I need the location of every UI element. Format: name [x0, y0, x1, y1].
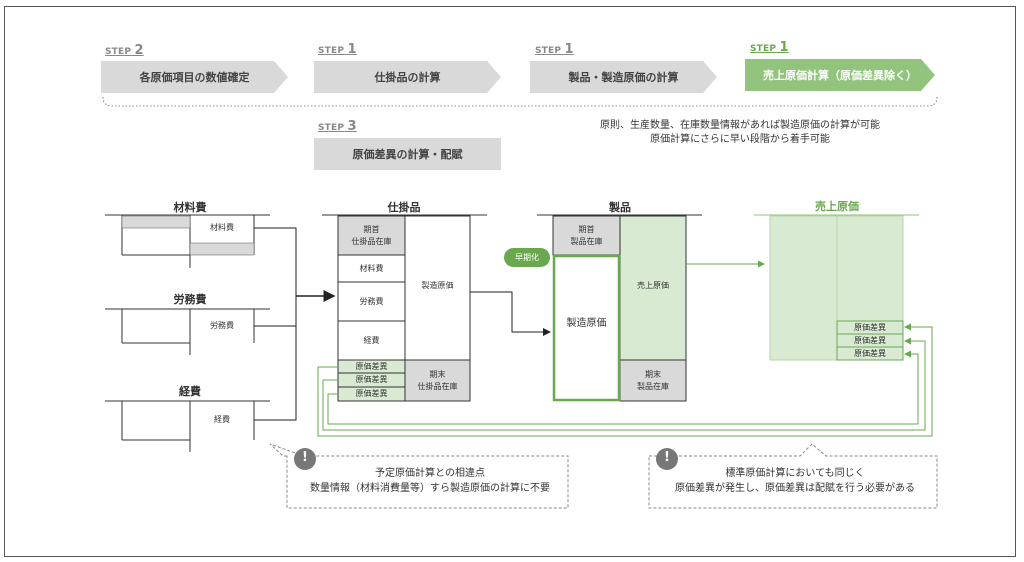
exclamation-icon: !: [302, 450, 308, 465]
step-label-3: STEP 1: [535, 42, 574, 57]
wip-opening: 期首仕掛品在庫: [351, 225, 392, 246]
top-note: 原則、生産数量、在庫数量情報があれば製造原価の計算が可能 原価計算にさらに早い段…: [600, 120, 880, 145]
expense-entry: 経費: [214, 415, 230, 424]
step-chevron-wip: 仕掛品の計算: [314, 61, 501, 93]
account-title-wip: 仕掛品: [387, 201, 421, 214]
labor-entry: 労務費: [210, 321, 234, 330]
step-chevron-cogs: 売上原価計算（原価差異除く）: [745, 59, 935, 91]
wip-labor: 労務費: [359, 296, 384, 306]
cogs-variance: 原価差異: [854, 348, 886, 358]
wip-variance: 原価差異: [355, 375, 388, 384]
wip-variance: 原価差異: [355, 361, 388, 371]
step-label-5: STEP 3: [318, 119, 357, 134]
note-bubble-right: 標準原価計算においても同じく 原価差異が発生し、原価差異は配賦を行う必要がある: [675, 468, 915, 494]
product-mfg-cost: 製造原価: [566, 318, 607, 329]
account-title-material: 材料費: [173, 201, 207, 214]
step-label-1: STEP 2: [105, 43, 144, 58]
diagram-frame: [4, 6, 1016, 557]
step-label-4: STEP 1: [750, 40, 789, 55]
account-title-labor: 労務費: [173, 293, 207, 306]
wip-variance: 原価差異: [355, 389, 388, 398]
note-bubble-left: 予定原価計算との相違点 数量情報（材料消費量等）すら製造原価の計算に不要: [310, 468, 550, 494]
product-opening: 期首製品在庫: [570, 225, 603, 246]
wip-expense: 経費: [363, 335, 380, 345]
material-entry: 材料費: [210, 223, 234, 232]
step-chevron-cost-confirm: 各原価項目の数値確定: [101, 61, 288, 93]
step-chevron-product: 製品・製造原価の計算: [530, 61, 717, 93]
account-title-product: 製品: [609, 201, 631, 214]
cogs-variance: 原価差異: [854, 335, 886, 345]
step-box-variance: 原価差異の計算・配賦: [314, 138, 501, 170]
wip-material: 材料費: [359, 263, 384, 273]
wip-closing: 期末仕掛品在庫: [417, 370, 458, 391]
account-title-expense: 経費: [179, 385, 201, 398]
wip-mfg-cost: 製造原価: [421, 281, 454, 290]
exclamation-icon: !: [664, 450, 670, 465]
cogs-variance: 原価差異: [854, 322, 886, 332]
step-label-2: STEP 1: [318, 42, 357, 57]
account-title-cogs: 売上原価: [815, 200, 859, 213]
product-cogs: 売上原価: [637, 281, 669, 290]
early-badge: 早期化: [504, 248, 550, 267]
product-closing: 期末製品在庫: [637, 370, 669, 391]
